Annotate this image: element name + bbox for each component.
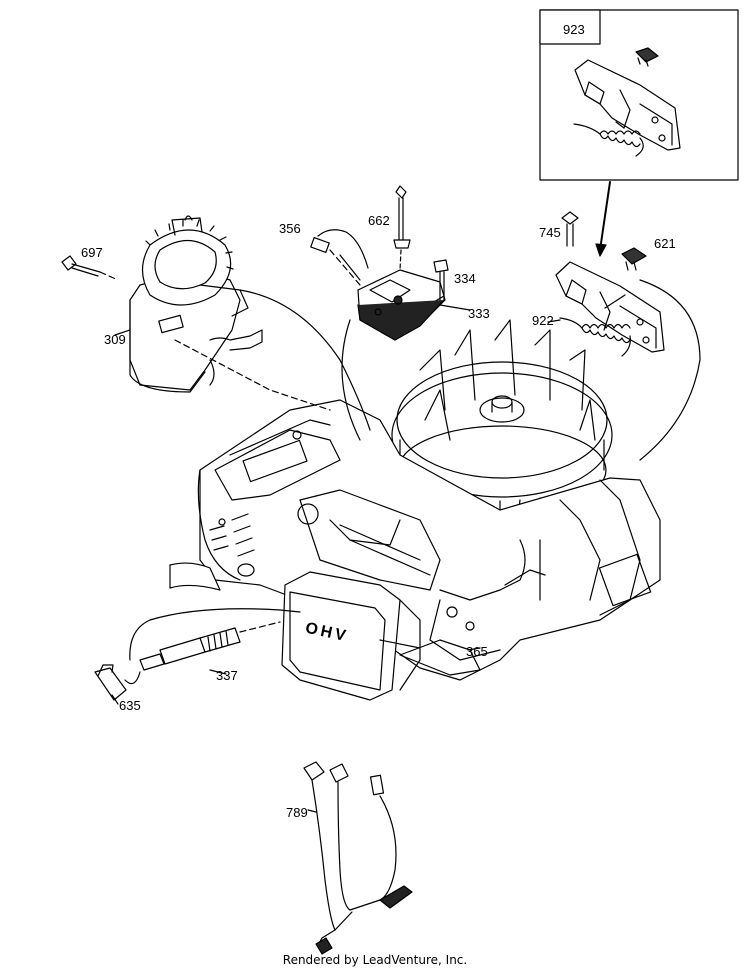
callout-334[interactable]: 334 xyxy=(454,271,476,286)
bolt-334 xyxy=(433,259,449,301)
governor-bracket-assembly xyxy=(555,261,665,353)
callout-365[interactable]: 365 xyxy=(466,644,488,659)
callout-922[interactable]: 922 xyxy=(532,313,554,328)
footer-credit: Rendered by LeadVenture, Inc. xyxy=(282,953,468,967)
bolt-697 xyxy=(61,255,119,281)
callout-789[interactable]: 789 xyxy=(286,805,308,820)
callout-697[interactable]: 697 xyxy=(81,245,103,260)
callout-337[interactable]: 337 xyxy=(216,668,238,683)
terminal-356 xyxy=(310,229,369,286)
clip-621 xyxy=(621,247,647,271)
spark-plug-337 xyxy=(139,621,281,671)
starter-motor-309 xyxy=(129,215,263,393)
callout-662[interactable]: 662 xyxy=(368,213,390,228)
spark-plug-boot-635 xyxy=(94,608,301,701)
callout-333[interactable]: 333 xyxy=(468,306,490,321)
wire-harness-789 xyxy=(303,761,413,955)
engine-block xyxy=(169,399,661,681)
air-cleaner-cover xyxy=(281,571,481,701)
callout-745[interactable]: 745 xyxy=(539,225,561,240)
callout-635[interactable]: 635 xyxy=(119,698,141,713)
spacer-662 xyxy=(393,185,411,271)
ignition-coil-333 xyxy=(357,269,446,341)
screw-745 xyxy=(561,211,579,247)
callout-309[interactable]: 309 xyxy=(104,332,126,347)
callout-923[interactable]: 923 xyxy=(563,22,585,37)
callout-621[interactable]: 621 xyxy=(654,236,676,251)
spring-922 xyxy=(559,317,631,357)
inset-box-923 xyxy=(539,9,739,181)
callout-356[interactable]: 356 xyxy=(279,221,301,236)
